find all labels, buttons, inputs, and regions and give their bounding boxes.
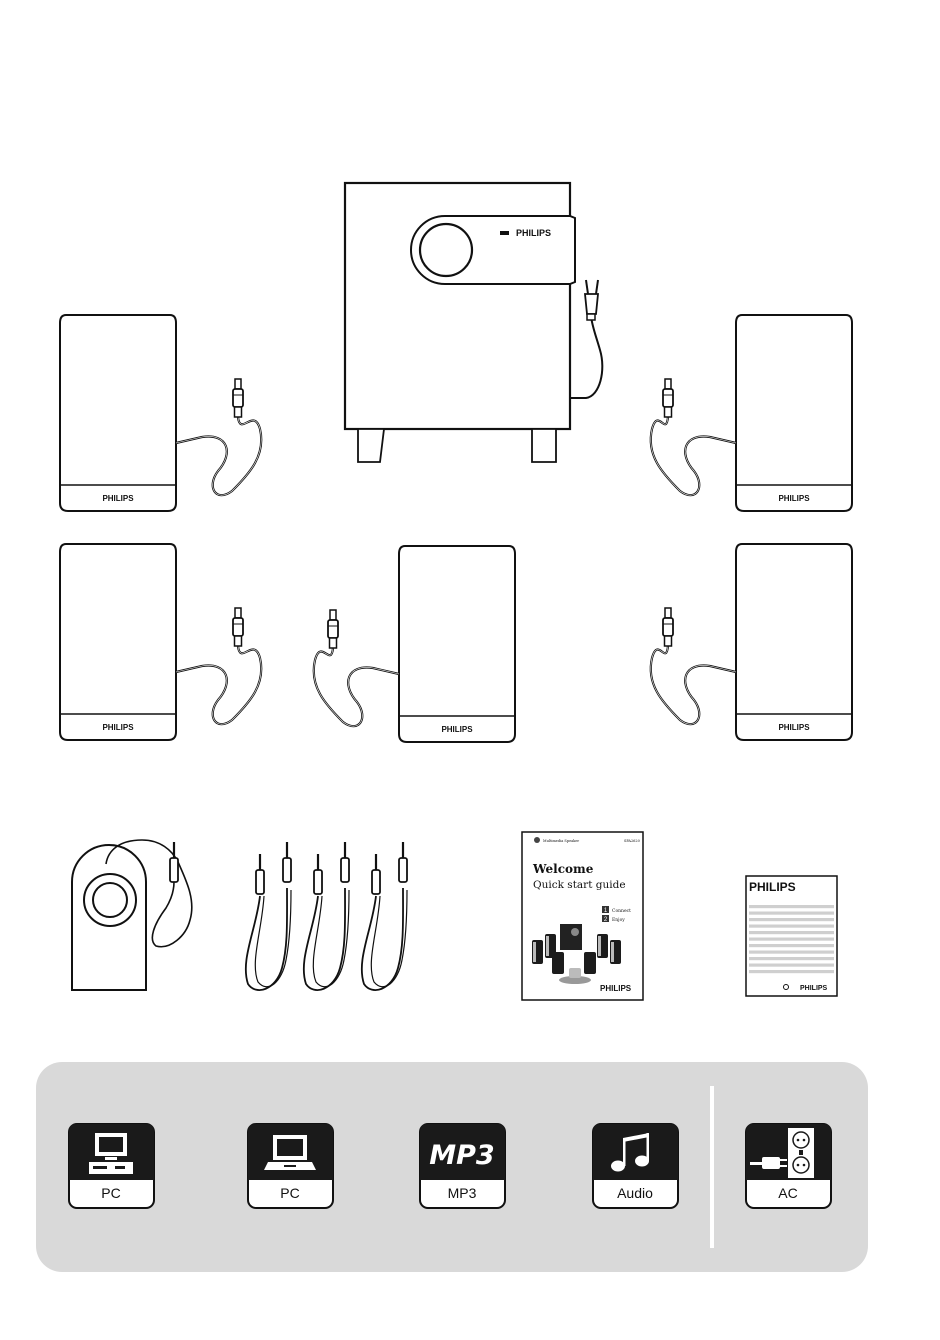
speaker-bottom-right: PHILIPS	[651, 544, 852, 740]
speaker-bottom-left: PHILIPS	[60, 544, 261, 740]
connection-panel	[36, 1062, 868, 1272]
rca-plug-icon	[233, 608, 243, 646]
volume-knob-icon	[420, 224, 472, 276]
warranty-title: PHILIPS	[749, 880, 796, 894]
subwoofer-foot-left	[358, 429, 384, 462]
guide-subtitle: Quick start guide	[533, 879, 626, 891]
rca-plug-icon	[233, 379, 243, 417]
speaker-cable	[651, 646, 736, 724]
guide-header-right: SPA2620	[624, 839, 640, 843]
speaker-cable	[176, 417, 261, 495]
speaker-top-left: PHILIPS	[60, 315, 261, 511]
speaker-brand-label: PHILIPS	[102, 494, 134, 503]
guide-header-left: Multimedia Speaker	[543, 839, 579, 843]
speaker-cable	[314, 648, 399, 726]
speaker-cable	[651, 417, 736, 495]
speaker-cable	[176, 646, 261, 724]
audio-cable-2	[304, 842, 349, 990]
warranty-leaflet: PHILIPS PHILIPS	[746, 876, 837, 996]
audio-cables	[246, 842, 407, 990]
speaker-top-right: PHILIPS	[651, 315, 852, 511]
power-plug-icon	[570, 280, 602, 398]
speaker-brand-label: PHILIPS	[441, 725, 473, 734]
guide-step1-label: Connect	[612, 908, 631, 914]
subwoofer: PHILIPS	[345, 183, 602, 462]
warranty-footer-brand: PHILIPS	[800, 985, 828, 992]
rca-plug-icon	[663, 608, 673, 646]
rca-plug-icon	[328, 610, 338, 648]
audio-cable-3	[362, 842, 407, 990]
speaker-brand-label: PHILIPS	[778, 494, 810, 503]
rca-plug-icon	[663, 379, 673, 417]
wired-remote-control	[72, 840, 192, 990]
guide-footer-brand: PHILIPS	[600, 984, 632, 993]
guide-step2-label: Enjoy	[612, 917, 625, 923]
audio-cable-1	[246, 842, 291, 990]
subwoofer-foot-right	[532, 429, 556, 462]
speaker-brand-label: PHILIPS	[102, 723, 134, 732]
audio-jack-icon	[170, 842, 178, 882]
remote-volume-knob-icon	[93, 883, 127, 917]
speaker-center: PHILIPS	[314, 546, 515, 742]
guide-title: Welcome	[532, 862, 594, 876]
speaker-brand-label: PHILIPS	[778, 723, 810, 732]
subwoofer-brand-label: PHILIPS	[516, 228, 551, 238]
